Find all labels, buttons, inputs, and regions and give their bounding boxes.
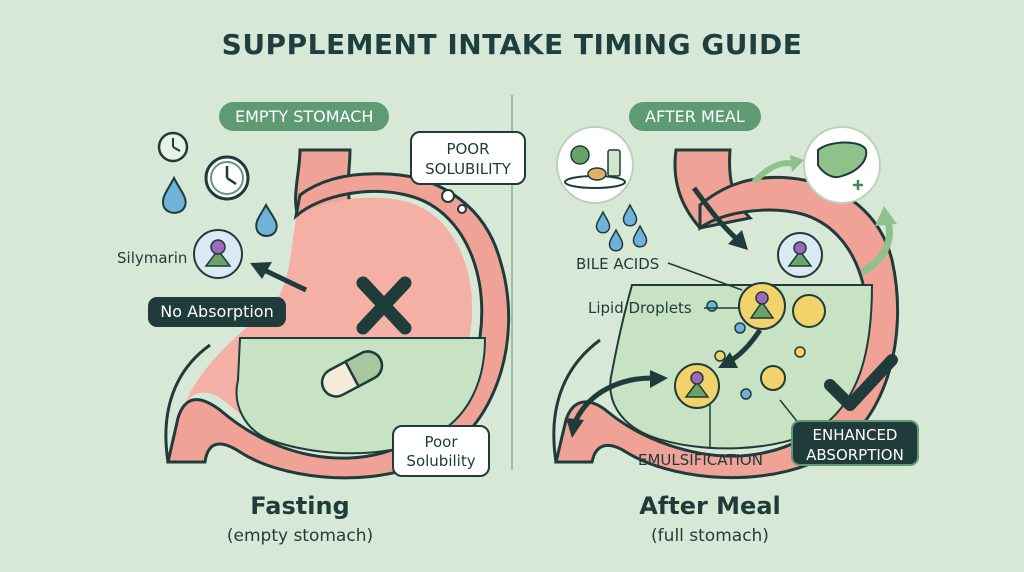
clock-icon (157, 131, 189, 163)
after-meal-subcaption: (full stomach) (651, 526, 769, 546)
emulsification-label: EMULSIFICATION (638, 451, 763, 469)
milk-thistle-icon (674, 363, 720, 409)
water-drop-icon (255, 202, 278, 237)
poor-solubility-bubble-top: POOR SOLUBILITY (410, 131, 526, 185)
clock-icon (204, 155, 250, 201)
fasting-caption: Fasting (250, 492, 350, 520)
fasting-subcaption: (empty stomach) (226, 526, 374, 546)
after-meal-pill: AFTER MEAL (629, 102, 761, 131)
lipid-droplet (794, 346, 806, 358)
check-mark-icon (824, 354, 898, 411)
milk-thistle-icon (193, 229, 243, 279)
arrow-icon (860, 206, 897, 276)
no-absorption-badge: No Absorption (148, 297, 286, 327)
liver-icon (803, 126, 881, 204)
capsule-icon (320, 350, 384, 398)
water-drop-icon (595, 210, 611, 234)
bubble-dot (706, 300, 718, 312)
water-drop-icon (622, 203, 638, 227)
water-drop-icon (162, 175, 187, 214)
arrow-icon (691, 186, 748, 250)
x-mark-icon (356, 276, 412, 335)
arrow-icon (250, 262, 308, 293)
bubble-bottom-line1: Poor (424, 433, 458, 451)
milk-thistle-icon (777, 232, 823, 278)
bubble-top-line2: SOLUBILITY (425, 160, 511, 178)
left-stomach (164, 148, 511, 480)
lipid-droplet (792, 294, 826, 328)
bubble-dot (740, 388, 752, 400)
enhanced-line1: ENHANCED (812, 426, 898, 444)
enhanced-line2: ABSORPTION (806, 446, 904, 464)
page-title: SUPPLEMENT INTAKE TIMING GUIDE (221, 28, 803, 61)
water-drop-icon (608, 228, 624, 252)
enhanced-absorption-badge: ENHANCED ABSORPTION (791, 420, 919, 466)
poor-solubility-bubble-bottom: Poor Solubility (392, 425, 490, 477)
after-meal-caption: After Meal (639, 492, 781, 520)
bubble-dot (734, 322, 746, 334)
lipid-droplet (760, 365, 786, 391)
lipid-droplet (714, 350, 726, 362)
bubble-top-line1: POOR (446, 140, 490, 158)
water-drop-icon (632, 224, 648, 248)
arrow-icon (718, 328, 763, 368)
food-plate-icon (556, 126, 634, 204)
lipid-droplets-label: Lipid Droplets (588, 299, 692, 317)
arrow-icon (566, 370, 668, 438)
empty-stomach-pill: EMPTY STOMACH (219, 102, 390, 131)
bubble-bottom-line2: Solubility (406, 452, 476, 470)
bile-acids-label: BILE ACIDS (576, 255, 660, 273)
milk-thistle-icon (738, 282, 786, 330)
arrow-icon (751, 155, 804, 185)
silymarin-label: Silymarin (117, 249, 188, 267)
